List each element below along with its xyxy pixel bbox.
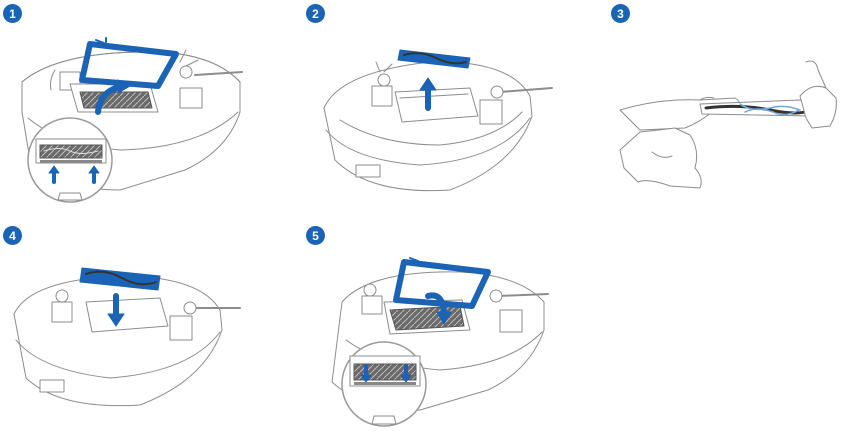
robot-remove-brush-icon: [324, 50, 552, 191]
robot-insert-brush-icon: [14, 268, 240, 406]
cleaning-brush-with-cloth-icon: [620, 61, 836, 188]
robot-close-cover-with-inset-icon: [332, 258, 548, 426]
robot-open-cover-with-inset-icon: [22, 38, 242, 202]
